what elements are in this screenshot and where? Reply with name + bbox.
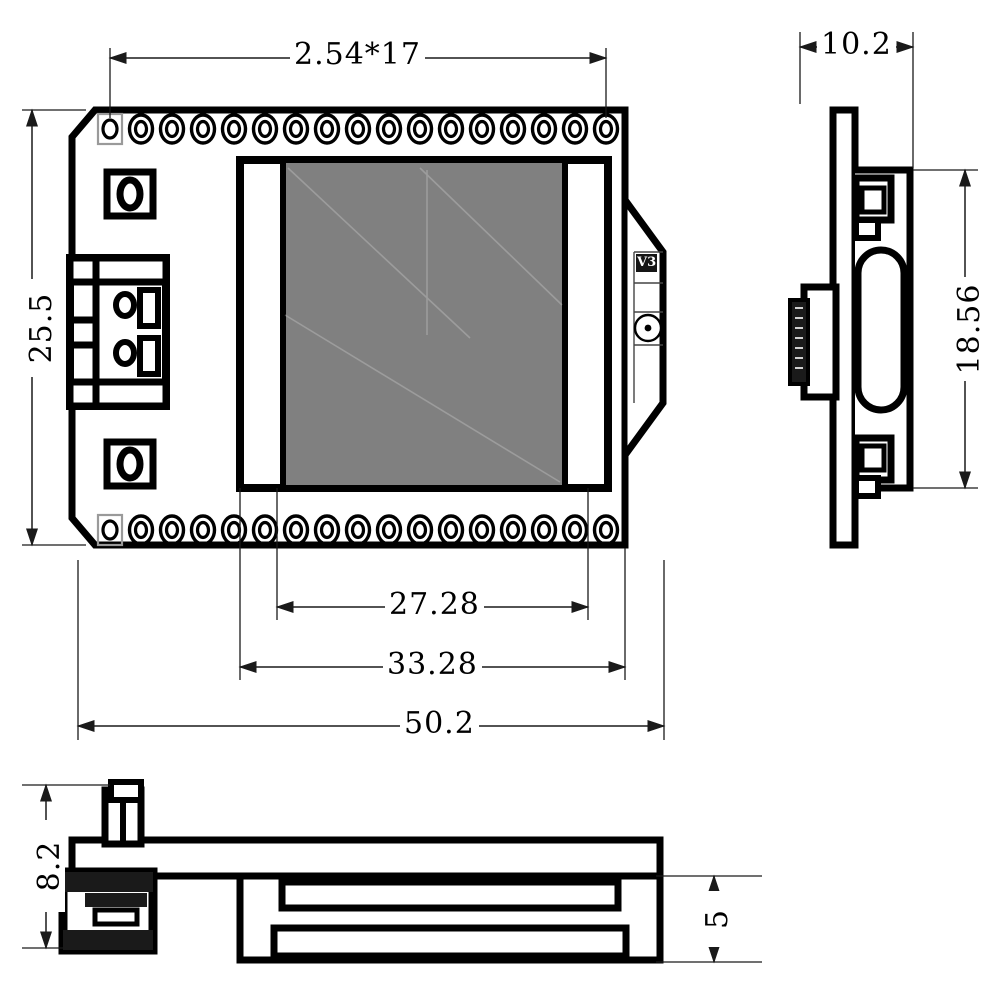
- usb-connector-side: [788, 283, 840, 401]
- front-view: [22, 48, 667, 740]
- dim-label-display-outer-width: 33.28: [383, 650, 482, 680]
- usb-connector: [66, 254, 170, 410]
- display-stack-bottom: [236, 876, 664, 964]
- header-pin-bottom-view: [101, 779, 145, 848]
- display-active-area: [283, 163, 565, 485]
- dim-label-display-inner-width: 27.28: [385, 590, 484, 620]
- header-pin-top-side: [852, 174, 895, 241]
- dim-label-board-height: 25.5: [24, 279, 59, 377]
- header-pin-bottom-side: [852, 434, 895, 499]
- pcb-profile-bottom: [68, 836, 664, 880]
- dim-label-side-height: 18.56: [952, 277, 987, 381]
- dim-board-width: [76, 560, 666, 740]
- bottom-view: [22, 779, 762, 964]
- side-view: [788, 32, 978, 549]
- dim-label-board-width: 50.2: [400, 709, 479, 739]
- dim-label-bottom-board-height: 5: [700, 891, 735, 947]
- dim-label-pin-pitch-span: 2.54*17: [290, 40, 425, 70]
- dim-label-side-thickness: 10.2: [817, 30, 896, 60]
- v3-silkscreen-label: V3: [636, 254, 658, 272]
- dim-label-bottom-connector-height: 8.2: [32, 820, 67, 912]
- usb-connector-bottom: [58, 867, 158, 955]
- antenna-connector-icon: [633, 313, 663, 343]
- display-capsule-side: [854, 246, 908, 414]
